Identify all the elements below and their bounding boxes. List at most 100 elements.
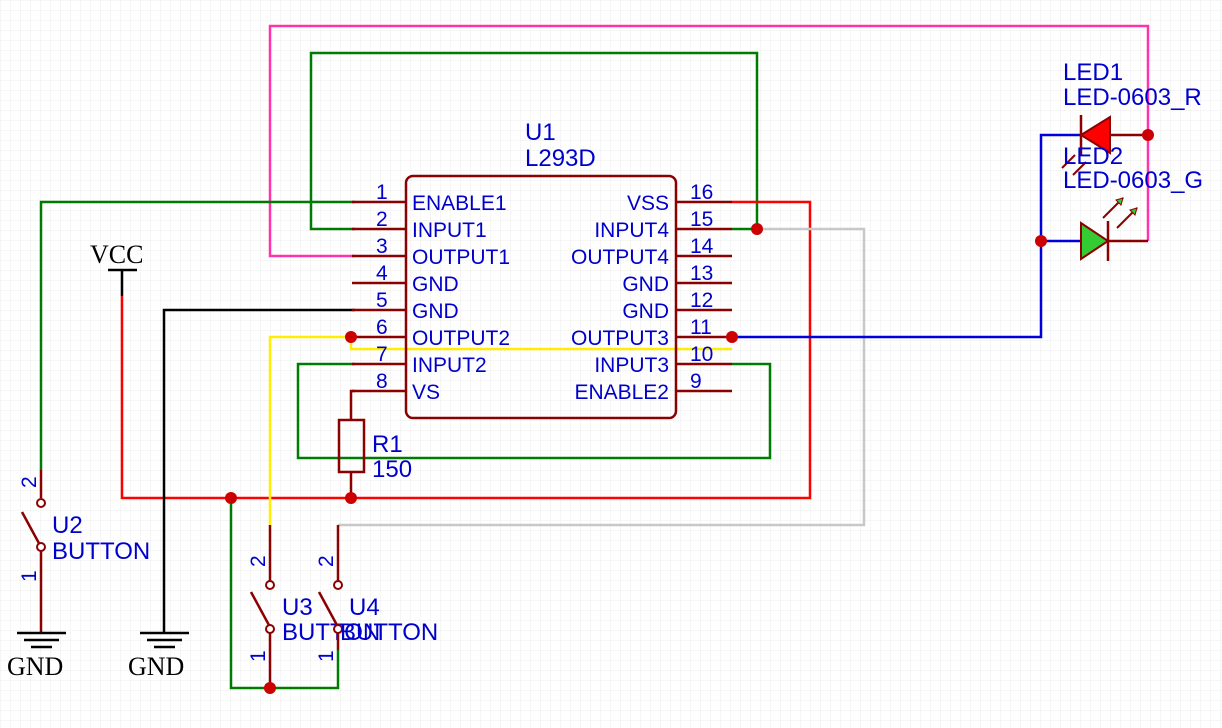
ic-pin-number-12: 12 [690,289,713,312]
u4-designator: U4 [349,594,380,621]
u3-contact-top [265,580,275,590]
junction-pin6 [345,331,357,343]
u3-lever [249,591,272,628]
ic-pin-number-4: 4 [376,262,388,285]
junction-pin11 [726,331,738,343]
led2-part: LED-0603_G [1063,167,1203,194]
u4-part: BUTTON [340,619,438,646]
ic-pin-number-11: 11 [690,316,712,339]
u3-contact-bottom [265,624,275,634]
resistor-value: 150 [372,456,412,483]
u2-part: BUTTON [52,538,150,565]
u3-pin2: 2 [247,555,270,567]
ic-pin-number-16: 16 [690,181,713,204]
junctions [225,129,1154,694]
ic-pin-name-8: VS [412,381,440,404]
junction-buttons [264,682,276,694]
wire-output2-u3 [268,335,351,525]
junction-pin15 [751,223,763,235]
wire-buttons-bottom [229,498,340,690]
ic-pin-number-15: 15 [690,208,713,231]
button-u3[interactable] [249,525,275,688]
u4-pin2: 2 [315,555,338,567]
u2-pin1: 1 [18,570,41,582]
ic-pin-name-9: ENABLE2 [574,381,669,404]
u3-part: BUTTON [282,619,380,646]
ic-pin-number-3: 3 [376,235,388,258]
junction-led-cathode [1035,235,1047,247]
led1-triangle [1079,115,1111,155]
u2-contact-top [36,498,46,508]
led1-emission-arrows [1061,154,1087,176]
ic-pin-name-15: INPUT4 [594,219,669,242]
junction-led-anode [1142,129,1154,141]
led1[interactable]: LED1 LED-0603_R [1061,59,1202,176]
ic-pin-name-14: OUTPUT4 [571,246,669,269]
ic-pin-number-6: 6 [376,316,388,339]
ic-pin-name-1: ENABLE1 [412,192,507,215]
led1-part: LED-0603_R [1063,84,1202,111]
u4-pin1: 1 [315,650,338,662]
u3-designator: U3 [282,594,313,621]
u2-designator: U2 [52,512,83,539]
ic-pin-number-14: 14 [690,235,714,258]
ic-pin-number-2: 2 [376,208,388,231]
ic-pin-number-1: 1 [376,181,388,204]
wire-vcc [120,200,812,500]
ic-pin-number-8: 8 [376,370,388,393]
button-u2[interactable] [20,470,46,632]
resistor-body [337,418,366,474]
wire-gnd-pin5 [162,308,355,632]
u4-contact-top [333,580,343,590]
led2[interactable]: LED2 LED-0603_G [1063,143,1203,261]
ic-pin-name-6: OUTPUT2 [412,327,510,350]
u4-lever [317,591,340,628]
button-u4[interactable] [317,525,343,650]
led1-designator: LED1 [1063,59,1123,86]
vcc-symbol[interactable]: VCC [90,240,143,296]
gnd2-label: GND [128,652,184,681]
wire-enable1-u2 [39,200,355,470]
ic-pin-name-10: INPUT3 [594,354,669,377]
wire-output1-led [268,24,1150,258]
ic-pin-number-10: 10 [690,343,713,366]
led2-triangle [1080,221,1110,261]
junction-vcc-left [225,492,237,504]
wire-input2-input3 [296,362,772,460]
u3-pin1: 1 [247,650,270,662]
ic-pin-name-12: GND [622,300,669,323]
ic-pin-name-16: VSS [627,192,669,215]
gnd-symbol-2[interactable] [140,631,189,649]
led2-designator: LED2 [1063,143,1123,170]
resistor-designator: R1 [372,431,403,458]
ic-pin-number-7: 7 [376,343,388,366]
ic-pin-number-13: 13 [690,262,713,285]
ic-body [404,174,678,420]
ic-pin-name-7: INPUT2 [412,354,487,377]
wire-input1-input4 [309,51,759,231]
ic-pin-name-13: GND [622,273,669,296]
ic-pin-name-2: INPUT1 [412,219,487,242]
junction-r1 [345,492,357,504]
ic-pin-name-11: OUTPUT3 [571,327,669,350]
wires [39,24,1150,690]
u2-pin2: 2 [18,476,41,488]
ic-pin-number-5: 5 [376,289,388,312]
ic-part: L293D [525,145,596,172]
ic-designator: U1 [525,119,556,146]
gnd1-label: GND [7,652,63,681]
ic-pin-name-3: OUTPUT1 [412,246,510,269]
wire-input4-u4 [338,227,866,527]
gnd-symbol-1[interactable] [17,631,66,649]
u2-lever [20,511,43,548]
ic-pin-number-9: 9 [690,370,702,393]
vcc-label: VCC [90,240,143,269]
led2-arrowheads [1115,197,1138,216]
resistor-r1[interactable]: R1 150 [337,418,412,483]
u2-contact-bottom [36,542,46,552]
ic-pin-name-4: GND [412,273,459,296]
